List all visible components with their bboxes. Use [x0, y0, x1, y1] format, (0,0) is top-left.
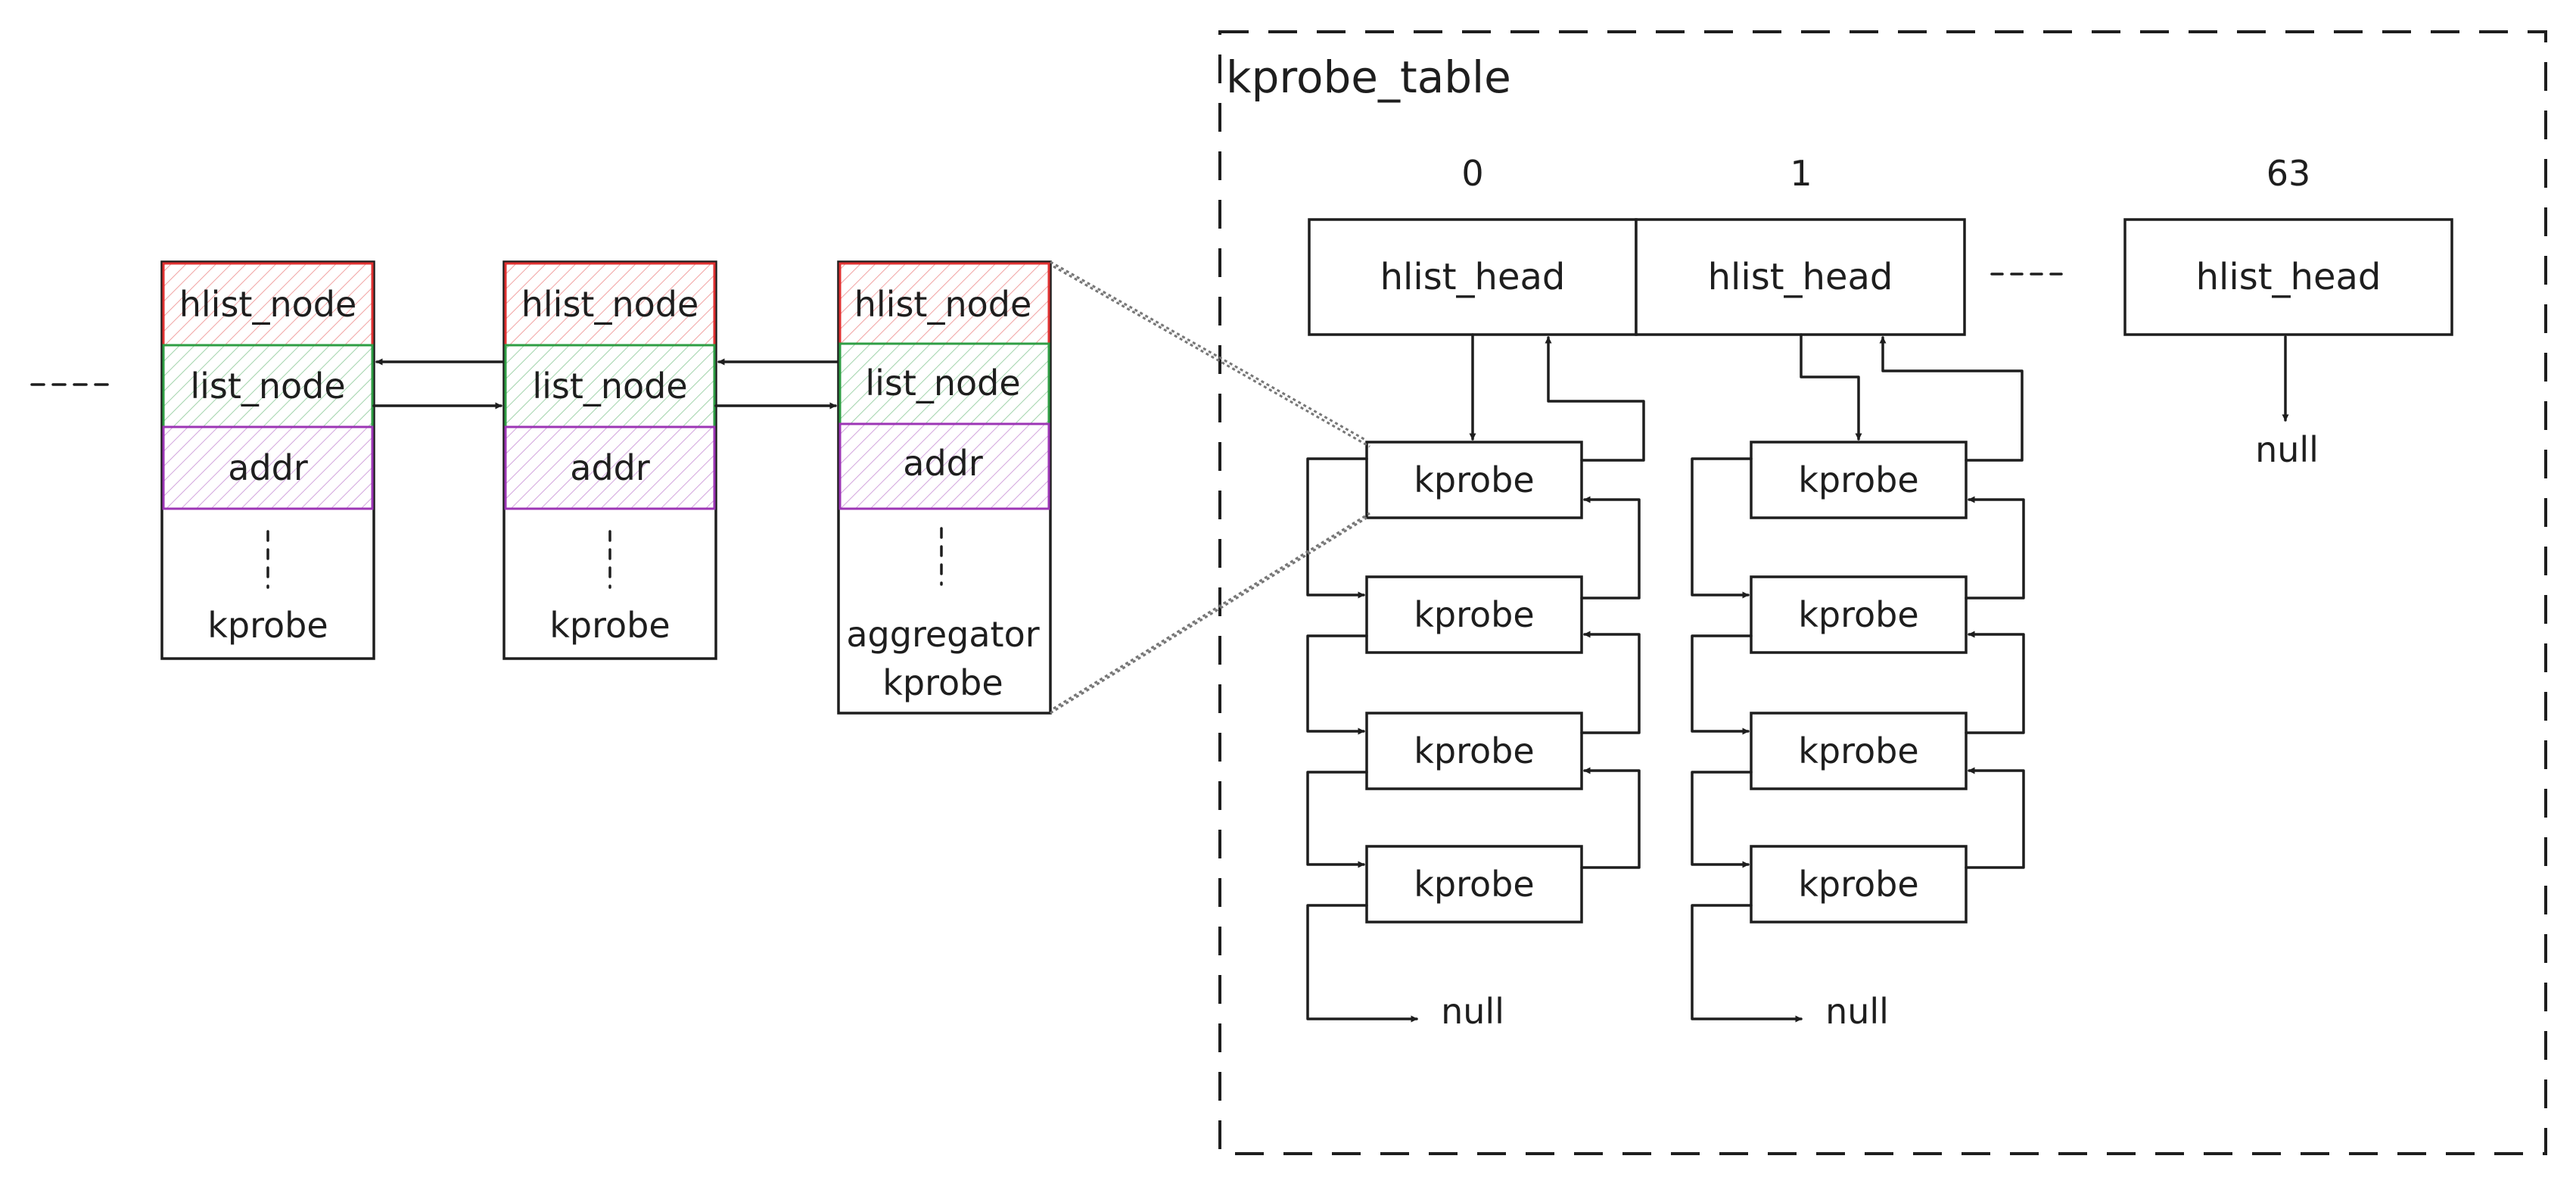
- hlist-head-63: hlist_head: [2123, 218, 2453, 336]
- kprobe-node-label: kprobe: [1414, 594, 1534, 635]
- kprobe-node-label: kprobe: [1414, 864, 1534, 905]
- null-label: null: [1441, 991, 1504, 1032]
- field-list-node: list_node: [865, 363, 1020, 403]
- aggregator-kprobe-struct: hlist_node list_node addr aggregator kpr…: [837, 260, 1052, 715]
- struct-name: kprobe: [207, 605, 328, 646]
- bucket-index-1: 1: [1790, 153, 1812, 194]
- hlist-head-1: hlist_head: [1635, 218, 1966, 336]
- null-label: null: [2255, 429, 2319, 470]
- struct-name-line-1: aggregator: [846, 614, 1039, 655]
- field-list-node: list_node: [190, 366, 345, 407]
- kprobe-node-label: kprobe: [1798, 731, 1918, 771]
- bucket-index-63: 63: [2266, 153, 2311, 194]
- hlist-head-label: hlist_head: [1380, 256, 1566, 298]
- bucket-index-0: 0: [1461, 153, 1483, 194]
- bucket-1-chain: kprobe kprobe kprobe kprobe null: [1691, 333, 2025, 1032]
- kprobe-node-label: kprobe: [1798, 594, 1918, 635]
- hlist-head-label: hlist_head: [1708, 256, 1893, 298]
- kprobe-node-label: kprobe: [1798, 864, 1918, 905]
- hlist-head-label: hlist_head: [2196, 256, 2382, 298]
- field-hlist-node: hlist_node: [521, 284, 699, 325]
- kprobe-node-label: kprobe: [1414, 459, 1534, 500]
- kprobe-node-label: kprobe: [1798, 459, 1918, 500]
- field-hlist-node: hlist_node: [854, 284, 1032, 325]
- zoom-connector-lines: [1050, 260, 1370, 715]
- list-node-links: [372, 358, 838, 410]
- kprobe-node-label: kprobe: [1414, 731, 1534, 771]
- struct-name: kprobe: [549, 605, 670, 646]
- field-addr: addr: [903, 443, 983, 484]
- field-addr: addr: [228, 447, 308, 488]
- kprobe-struct-2: hlist_node list_node addr kprobe: [502, 260, 717, 660]
- field-list-node: list_node: [532, 366, 687, 407]
- kprobe-struct-1: hlist_node list_node addr kprobe: [160, 260, 375, 660]
- field-hlist-node: hlist_node: [179, 284, 357, 325]
- field-addr: addr: [570, 447, 650, 488]
- hlist-head-0: hlist_head: [1308, 218, 1638, 336]
- struct-name-line-2: kprobe: [882, 662, 1003, 703]
- kprobe-table-title: kprobe_table: [1226, 51, 1511, 103]
- kprobe-table-frame: kprobe_table: [1218, 30, 2547, 1155]
- null-label: null: [1825, 991, 1889, 1032]
- bucket-0-chain: kprobe kprobe kprobe kprobe null: [1306, 333, 1645, 1032]
